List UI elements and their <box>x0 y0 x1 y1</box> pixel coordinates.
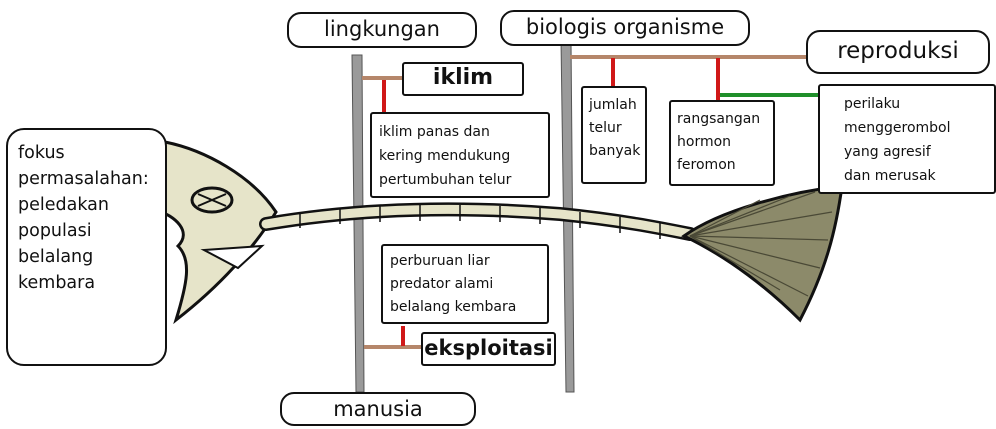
focus-problem-box: fokus permasalahan: peledakan populasi b… <box>6 128 167 366</box>
rib-lingkungan <box>352 55 364 392</box>
detail-iklim: iklim panas dan kering mendukung pertumb… <box>370 112 550 198</box>
cause-iklim: iklim <box>402 62 524 96</box>
detail-perilaku: perilaku menggerombol yang agresif dan m… <box>818 84 996 194</box>
fish-head <box>156 142 276 320</box>
category-biologis-organisme: biologis organisme <box>500 10 750 46</box>
category-manusia: manusia <box>280 392 476 426</box>
detail-jumlah-telur: jumlah telur banyak <box>581 86 647 184</box>
category-lingkungan: lingkungan <box>287 12 477 48</box>
detail-perburuan: perburuan liar predator alami belalang k… <box>381 244 549 324</box>
cause-eksploitasi: eksploitasi <box>421 332 556 366</box>
detail-rangsangan: rangsangan hormon feromon <box>669 100 775 186</box>
fish-tail <box>684 186 842 320</box>
category-reproduksi: reproduksi <box>806 30 990 74</box>
